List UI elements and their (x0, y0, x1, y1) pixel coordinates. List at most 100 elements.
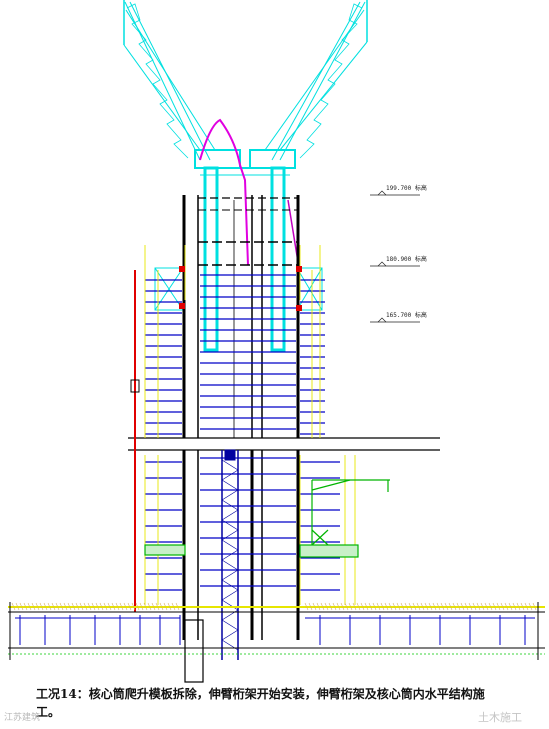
hatch-stroke (111, 602, 116, 611)
perimeter-frames (144, 245, 356, 605)
hatch-stroke (87, 602, 92, 611)
hatch-stroke (55, 602, 60, 611)
hatch-stroke (43, 602, 48, 611)
hatch-stroke (175, 602, 180, 611)
hatch-stroke (424, 602, 429, 611)
hatch-stroke (328, 602, 333, 611)
watermark-left: 江苏建筑 (4, 713, 41, 723)
hatch-stroke (420, 602, 425, 611)
elevation-label-3: 165.700 标高 (386, 311, 427, 319)
hatch-stroke (492, 602, 497, 611)
hatch-stroke (352, 602, 357, 611)
hatch-stroke (372, 602, 377, 611)
hatch-stroke (91, 602, 96, 611)
elevation-markers (370, 190, 420, 323)
hatch-stroke (472, 602, 477, 611)
hatch-stroke (103, 602, 108, 611)
hatch-stroke (159, 602, 164, 611)
hatch-stroke (79, 602, 84, 611)
hatch-stroke (163, 602, 168, 611)
hatch-stroke (412, 602, 417, 611)
hatch-stroke (404, 602, 409, 611)
figure-caption-tail: 工。 (36, 705, 61, 719)
hatch-stroke (360, 602, 365, 611)
hatch-stroke (336, 602, 341, 611)
hatch-stroke (107, 602, 112, 611)
hatch-stroke (15, 602, 20, 611)
hatch-stroke (476, 602, 481, 611)
hatch-stroke (508, 602, 513, 611)
hatch-stroke (320, 602, 325, 611)
hatch-stroke (344, 602, 349, 611)
hatch-stroke (135, 602, 140, 611)
floor-beams-lower (145, 457, 340, 591)
hatch-stroke (480, 602, 485, 611)
hatch-stroke (340, 602, 345, 611)
hatch-stroke (504, 602, 509, 611)
hatch-stroke (512, 602, 517, 611)
hatch-stroke (27, 602, 32, 611)
hatch-stroke (171, 602, 176, 611)
hatch-stroke (388, 602, 393, 611)
hatch-stroke (67, 602, 72, 611)
hatch-stroke (316, 602, 321, 611)
hatch-stroke (312, 602, 317, 611)
construction-hoist (221, 449, 239, 660)
hatch-stroke (456, 602, 461, 611)
hatch-stroke (127, 602, 132, 611)
hatch-stroke (51, 602, 56, 611)
hatch-stroke (524, 602, 529, 611)
hatch-stroke (436, 602, 441, 611)
hatch-stroke (147, 602, 152, 611)
hatch-stroke (167, 602, 172, 611)
hatch-stroke (39, 602, 44, 611)
hatch-stroke (468, 602, 473, 611)
hatch-stroke (19, 602, 24, 611)
hatch-stroke (71, 602, 76, 611)
hatch-stroke (500, 602, 505, 611)
hatch-stroke (11, 602, 16, 611)
hatch-stroke (528, 602, 533, 611)
basement-columns (15, 615, 535, 645)
outrigger-truss-crane (144, 479, 390, 558)
hatch-stroke (115, 602, 120, 611)
hatch-stroke (99, 602, 104, 611)
hatch-stroke (139, 602, 144, 611)
hatch-stroke (520, 602, 525, 611)
hatch-stroke (59, 602, 64, 611)
hatch-stroke (348, 602, 353, 611)
hatch-stroke (452, 602, 457, 611)
hatch-stroke (324, 602, 329, 611)
elevation-label-1: 199.700 标高 (386, 184, 427, 192)
hatch-stroke (123, 602, 128, 611)
hatch-stroke (119, 602, 124, 611)
hatch-stroke (35, 602, 40, 611)
hatch-stroke (63, 602, 68, 611)
hatch-stroke (444, 602, 449, 611)
hatch-stroke (304, 602, 309, 611)
ground-slab-hatch (11, 602, 537, 611)
hatch-stroke (416, 602, 421, 611)
hatch-stroke (488, 602, 493, 611)
hatch-stroke (440, 602, 445, 611)
hatch-stroke (31, 602, 36, 611)
hatch-stroke (95, 602, 100, 611)
hatch-stroke (384, 602, 389, 611)
hatch-stroke (428, 602, 433, 611)
hatch-stroke (131, 602, 136, 611)
hatch-stroke (23, 602, 28, 611)
hatch-stroke (364, 602, 369, 611)
hatch-stroke (448, 602, 453, 611)
hatch-stroke (380, 602, 385, 611)
hatch-stroke (376, 602, 381, 611)
hatch-stroke (75, 602, 80, 611)
hatch-stroke (400, 602, 405, 611)
hatch-stroke (532, 602, 537, 611)
elevation-label-2: 180.900 标高 (386, 255, 427, 263)
figure-caption: 工况14：核心筒爬升模板拆除，伸臂桁架开始安装，伸臂桁架及核心筒内水平结构施 (36, 687, 485, 701)
basement-foundation (8, 602, 545, 660)
hatch-stroke (47, 602, 52, 611)
hatch-stroke (308, 602, 313, 611)
red-edge-line (130, 266, 302, 612)
